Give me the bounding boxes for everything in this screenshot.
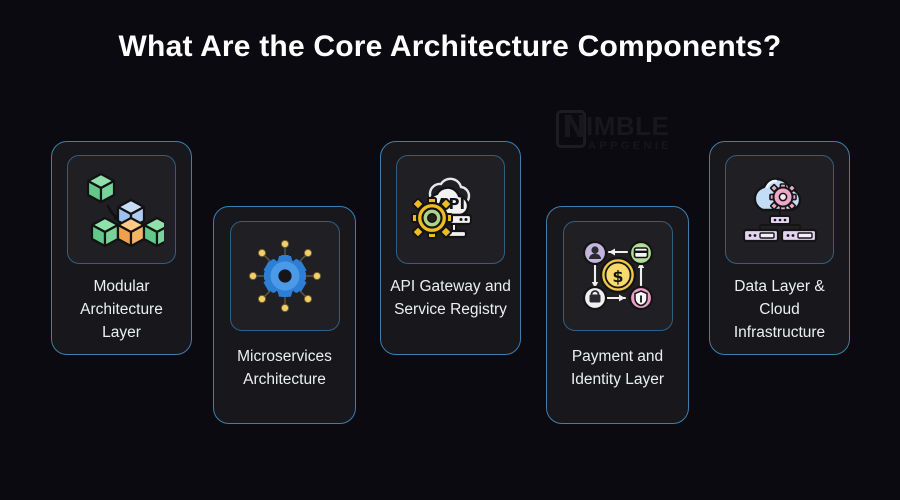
watermark-brand: IMBLE	[586, 111, 670, 141]
gear-network-icon	[248, 239, 321, 313]
icon-container	[67, 155, 176, 264]
card-label: Data Layer & Cloud Infrastructure	[733, 278, 826, 341]
card-label: Microservices Architecture	[237, 348, 332, 388]
component-card-microservices-architecture[interactable]: Microservices Architecture	[213, 206, 356, 424]
watermark-tagline: APPGENIE	[588, 140, 673, 152]
api-cloud-gear-icon: API	[410, 177, 472, 239]
svg-text:$: $	[612, 267, 623, 286]
icon-container: API	[396, 155, 505, 264]
card-label: API Gateway and Service Registry	[390, 278, 511, 318]
cloud-servers-icon	[742, 177, 817, 242]
component-card-api-gateway-and-service-registry[interactable]: API	[380, 141, 521, 355]
icon-container	[725, 155, 834, 264]
watermark-n-letter: N	[562, 110, 588, 145]
card-label: Payment and Identity Layer	[570, 348, 665, 388]
cubes-icon	[86, 172, 164, 247]
component-card-modular-architecture-layer[interactable]: Modular Architecture Layer	[51, 141, 192, 355]
watermark-frame-icon	[556, 110, 586, 148]
icon-container	[229, 221, 340, 331]
payment-identity-coin-icon: $	[582, 240, 653, 311]
card-label: Modular Architecture Layer	[80, 278, 163, 341]
component-card-data-layer-and-cloud-infrastructure[interactable]: Data Layer & Cloud Infrastructure	[709, 141, 850, 355]
icon-container: $	[562, 221, 673, 331]
nimble-appgenie-watermark: N IMBLE APPGENIE	[556, 110, 680, 160]
page-title: What Are the Core Architecture Component…	[118, 30, 782, 63]
component-card-payment-and-identity-layer[interactable]: $ Payment and Identity Layer	[546, 206, 689, 424]
